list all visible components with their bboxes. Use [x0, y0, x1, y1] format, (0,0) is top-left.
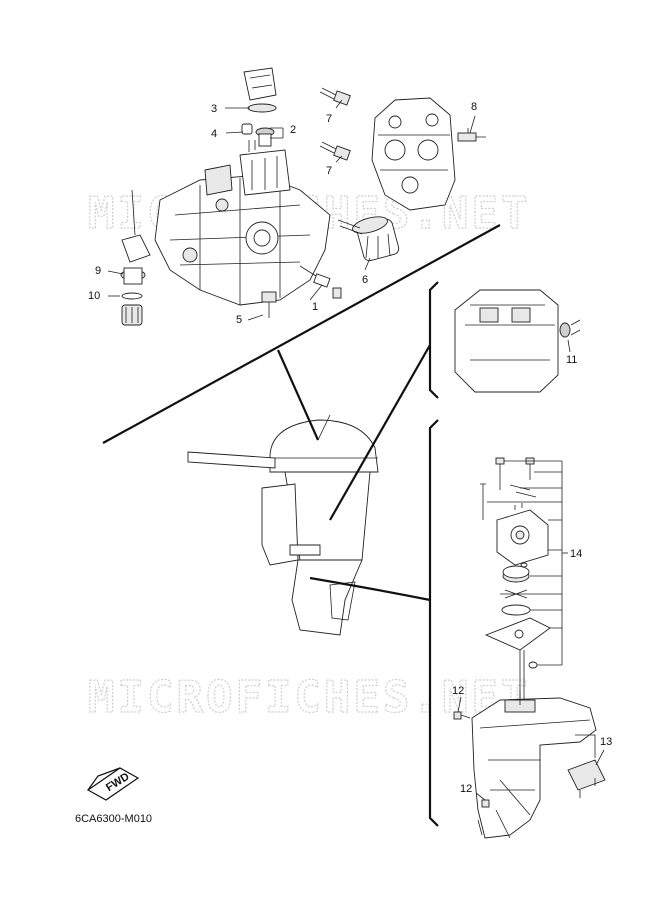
callout-7a: 7 [326, 113, 332, 125]
watermark-bottom: MICROFICHES.NET [88, 672, 530, 723]
oil-filter-illustration [337, 216, 400, 262]
top-group-divider [102, 224, 501, 444]
callout-5: 5 [236, 314, 242, 326]
gearcase-illustration [471, 690, 597, 839]
callout-10: 10 [88, 290, 100, 302]
bolt-and-bracket-illustration [261, 265, 342, 318]
leader-12a [457, 696, 462, 713]
leader-12b [475, 792, 486, 801]
callout-11: 11 [566, 354, 577, 366]
leader-lines-14 [487, 460, 563, 666]
diagram-code: 6CA6300-M010 [75, 813, 152, 825]
anode-illustration [567, 734, 606, 798]
screw-illustration [453, 711, 490, 836]
leader-13 [595, 749, 605, 766]
callout-12a: 12 [452, 685, 464, 697]
bracket-oil-pan [428, 281, 439, 399]
callout-13: 13 [600, 736, 612, 748]
oil-pan-illustration [454, 289, 581, 393]
motor-leader-head [317, 414, 331, 441]
cylinder-block-illustration [154, 149, 331, 306]
motor-leader-lower [309, 576, 431, 602]
bracket-lower-unit [428, 419, 439, 827]
outboard-motor-illustration [187, 419, 379, 636]
callout-12b: 12 [460, 783, 472, 795]
callout-9: 9 [95, 265, 101, 277]
oil-strainer-illustration [120, 189, 151, 326]
motor-leader-top [276, 349, 320, 441]
motor-leader-right [329, 344, 431, 521]
callout-8: 8 [471, 101, 477, 113]
cylinder-head-illustration [319, 87, 486, 211]
fwd-arrow-icon: FWD [86, 767, 140, 801]
callout-7b: 7 [326, 165, 332, 177]
callout-6: 6 [362, 274, 368, 286]
callout-3: 3 [211, 103, 217, 115]
thermostat-cover-illustration [241, 67, 277, 152]
water-pump-illustration [480, 457, 551, 705]
top-leader-lines [107, 99, 476, 321]
callout-2: 2 [290, 124, 296, 136]
callout-1: 1 [312, 301, 318, 313]
callout-14: 14 [570, 548, 582, 560]
callout-4: 4 [211, 128, 217, 140]
